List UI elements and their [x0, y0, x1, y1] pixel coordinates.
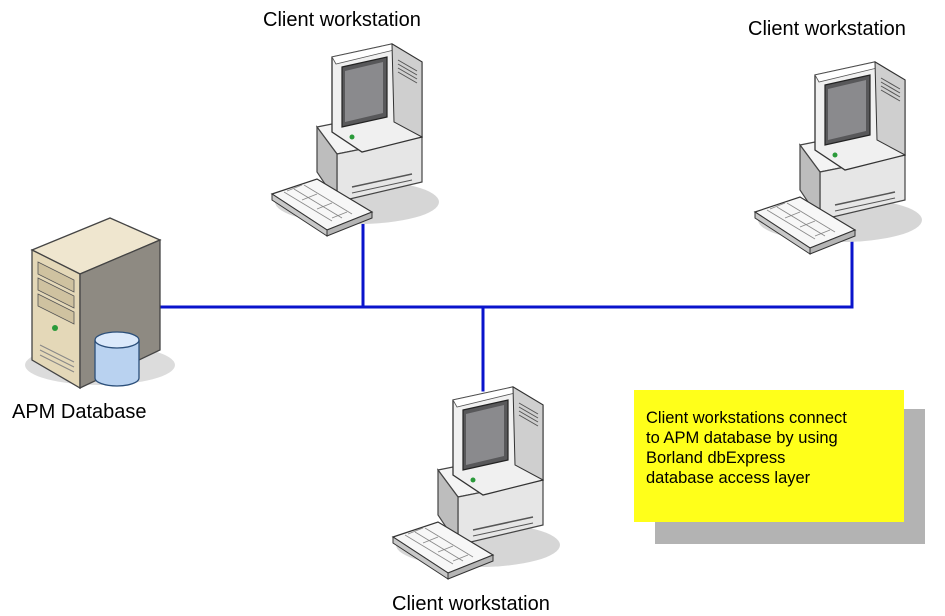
note-line: database access layer: [646, 469, 811, 487]
client-workstation-bottom-icon: [392, 386, 561, 580]
note-line: Borland dbExpress: [646, 449, 786, 467]
client-workstation-bottom-label: Client workstation: [392, 593, 550, 615]
database-server-icon: [25, 217, 175, 390]
note-line: to APM database by using: [646, 429, 838, 447]
client-workstation-top-label: Client workstation: [263, 9, 421, 31]
client-workstation-right-icon: [754, 61, 923, 255]
client-workstation-top-icon: [271, 43, 440, 237]
note-line: Client workstations connect: [646, 409, 847, 427]
connection-note: Client workstations connect to APM datab…: [634, 390, 904, 522]
network-lines: [158, 194, 854, 392]
apm-database-label: APM Database: [12, 401, 147, 423]
client-workstation-right-label: Client workstation: [748, 18, 906, 40]
